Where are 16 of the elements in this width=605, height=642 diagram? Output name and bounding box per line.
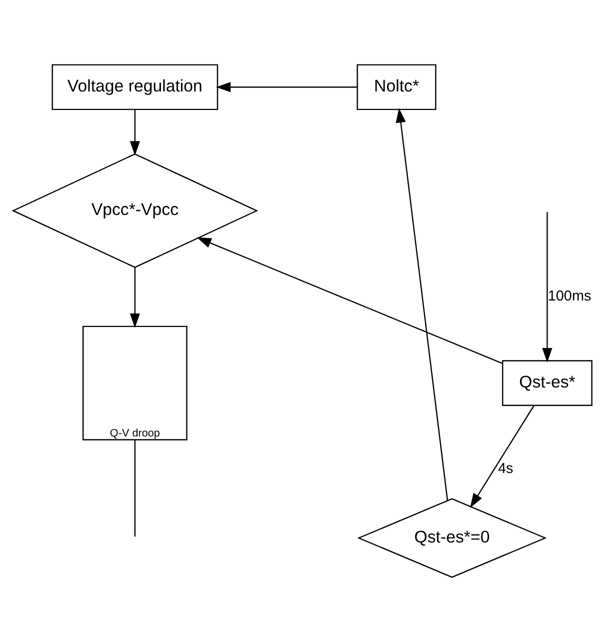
node-box: Qst-es*	[502, 360, 592, 406]
arrow	[130, 268, 140, 328]
node-box: Noltc*	[356, 64, 436, 110]
arrow	[470, 405, 534, 508]
node-diamond: Vpcc*-Vpcc	[12, 153, 258, 268]
node-box: Voltage regulation	[52, 64, 218, 110]
arrow	[542, 212, 552, 362]
arrow	[196, 237, 502, 364]
connector	[134, 440, 136, 537]
arrow	[216, 82, 358, 92]
edge-label: 100ms	[548, 288, 592, 305]
arrow	[396, 108, 448, 501]
node-diamond: Qst-es*=0	[357, 498, 547, 578]
node-box: Q-V droop	[82, 326, 188, 440]
arrow	[130, 109, 140, 156]
edge-label: 4s	[498, 461, 514, 478]
